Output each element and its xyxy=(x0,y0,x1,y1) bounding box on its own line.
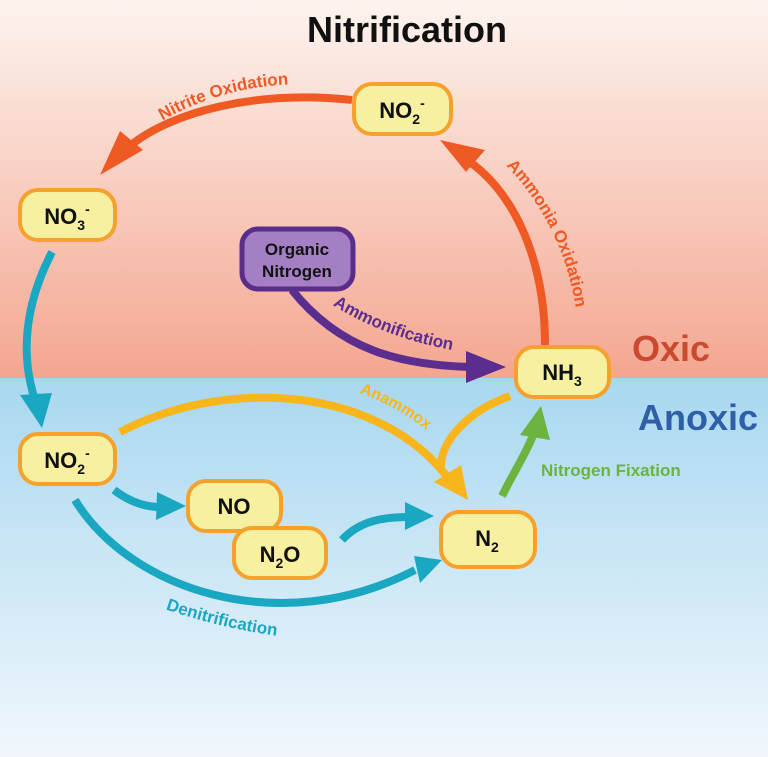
svg-text:NO3-: NO3- xyxy=(44,201,90,233)
oxic-zone xyxy=(0,0,768,378)
anammox-arrow xyxy=(118,392,512,500)
oxic-label: Oxic xyxy=(632,328,710,369)
node-no: NO xyxy=(186,479,283,533)
svg-text:NH3: NH3 xyxy=(542,360,582,389)
nitrogen-fixation-label: Nitrogen Fixation xyxy=(541,461,681,480)
n2o-to-n2-arrow xyxy=(339,502,434,543)
node-organic-nitrogen: Organic Nitrogen xyxy=(239,226,356,292)
anoxic-label: Anoxic xyxy=(638,397,758,438)
node-nh3: NH3 xyxy=(514,345,611,399)
diagram-title: Nitrification xyxy=(307,9,507,50)
node-n2o: N2O xyxy=(232,526,328,580)
node-no2-oxic: NO2- xyxy=(352,82,453,136)
node-no2-anoxic: NO2- xyxy=(18,432,117,486)
node-no3: NO3- xyxy=(18,188,117,242)
svg-text:NO2-: NO2- xyxy=(379,95,425,127)
nitrogen-fixation-arrow xyxy=(498,406,550,498)
svg-text:NO2-: NO2- xyxy=(44,445,90,477)
svg-text:N2O: N2O xyxy=(260,542,301,571)
node-n2: N2 xyxy=(439,510,537,569)
svg-text:Organic: Organic xyxy=(265,240,329,259)
nitrite-oxidation-arrow xyxy=(100,93,353,175)
no3-to-no2-arrow xyxy=(20,250,56,428)
anoxic-zone xyxy=(0,378,768,757)
svg-text:Nitrogen: Nitrogen xyxy=(262,262,332,281)
svg-text:N2: N2 xyxy=(475,526,499,555)
ammonification-arrow xyxy=(288,287,506,383)
svg-text:NO: NO xyxy=(218,494,251,519)
denitrification-arrow xyxy=(71,497,442,607)
no2-to-no-arrow xyxy=(111,486,186,520)
ammonia-oxidation-arrow xyxy=(440,140,549,346)
